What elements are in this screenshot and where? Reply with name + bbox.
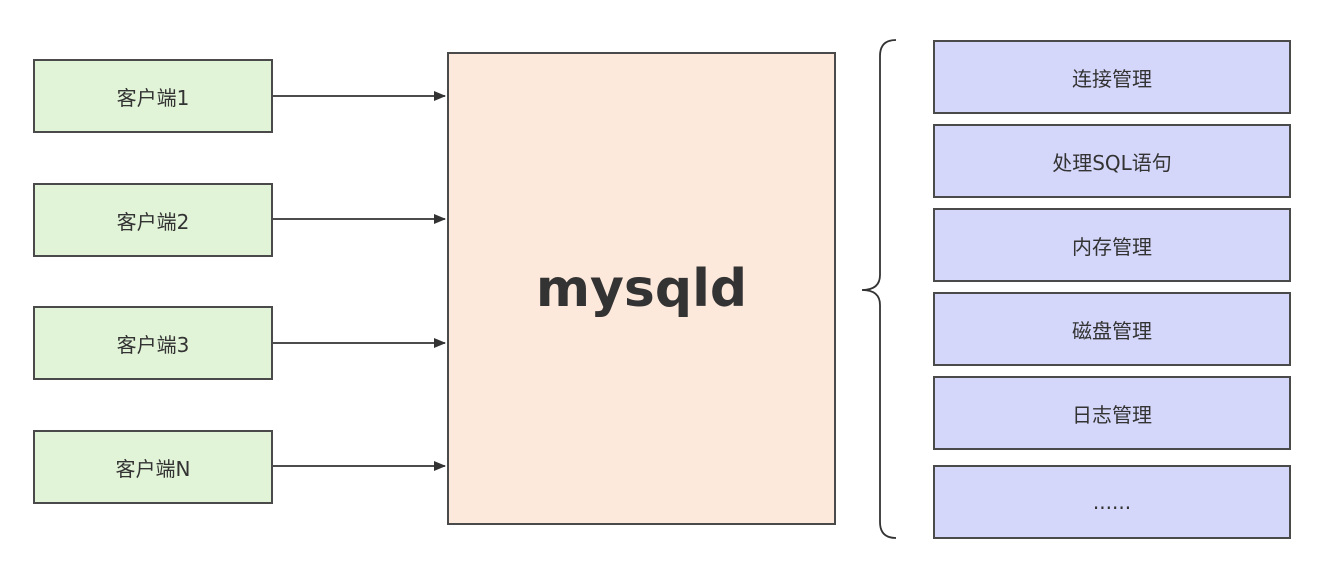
function-box-connection: 连接管理: [933, 40, 1291, 114]
function-label-connection: 连接管理: [1072, 66, 1152, 91]
client-label-2: 客户端2: [116, 209, 190, 234]
client-box-3: 客户端3: [33, 306, 273, 380]
function-label-disk: 磁盘管理: [1072, 318, 1152, 343]
function-label-more: ......: [1092, 490, 1132, 514]
function-label-memory: 内存管理: [1072, 234, 1152, 259]
function-box-more: ......: [933, 465, 1291, 539]
client-box-2: 客户端2: [33, 183, 273, 257]
mysqld-server-box: mysqld: [447, 52, 836, 525]
function-box-disk: 磁盘管理: [933, 292, 1291, 366]
curly-brace: [861, 39, 897, 539]
function-box-sql: 处理SQL语句: [933, 124, 1291, 198]
function-label-log: 日志管理: [1072, 402, 1152, 427]
function-box-log: 日志管理: [933, 376, 1291, 450]
client-label-n: 客户端N: [115, 456, 191, 481]
client-box-n: 客户端N: [33, 430, 273, 504]
mysqld-label: mysqld: [535, 258, 748, 319]
client-label-3: 客户端3: [116, 332, 190, 357]
client-box-1: 客户端1: [33, 59, 273, 133]
client-label-1: 客户端1: [116, 85, 190, 110]
function-label-sql: 处理SQL语句: [1052, 150, 1172, 175]
function-box-memory: 内存管理: [933, 208, 1291, 282]
